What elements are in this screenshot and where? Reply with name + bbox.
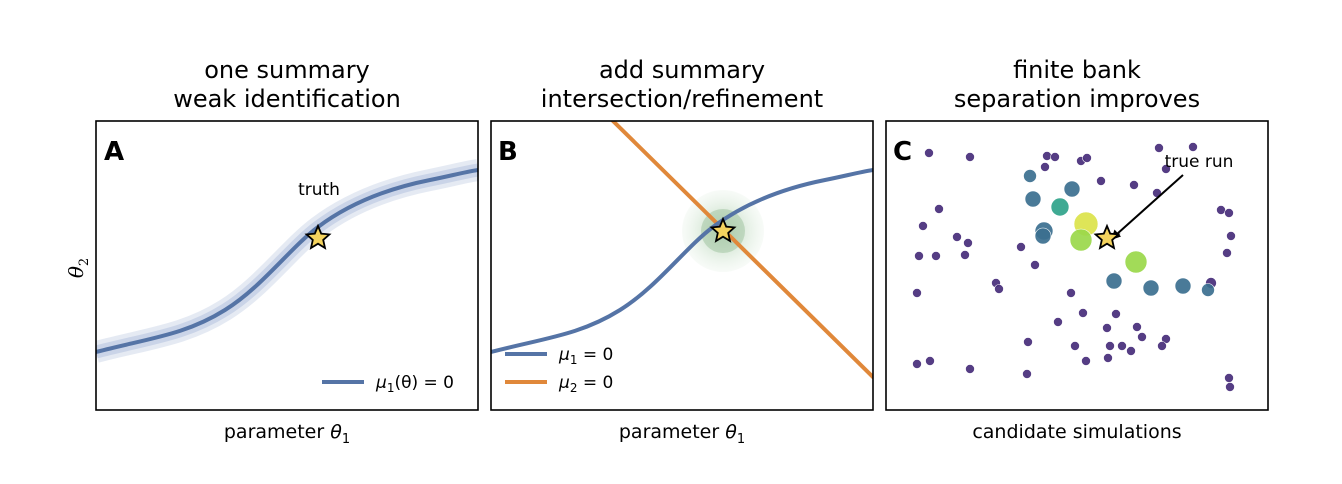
true-run-arrow bbox=[1111, 174, 1184, 240]
candidate-point bbox=[1157, 341, 1167, 351]
candidate-point bbox=[1111, 309, 1121, 319]
candidate-point bbox=[1070, 341, 1080, 351]
candidate-point bbox=[1188, 142, 1198, 152]
candidate-point bbox=[1050, 197, 1070, 217]
candidate-point bbox=[1137, 332, 1147, 342]
y-axis-label: θ2 bbox=[64, 258, 92, 278]
candidate-point bbox=[1224, 373, 1234, 383]
candidate-point bbox=[912, 359, 922, 369]
candidate-point bbox=[931, 251, 941, 261]
candidate-point bbox=[1102, 323, 1112, 333]
candidate-point bbox=[1096, 176, 1106, 186]
candidate-point bbox=[1126, 346, 1136, 356]
candidate-point bbox=[963, 238, 973, 248]
candidate-point bbox=[952, 232, 962, 242]
candidate-point bbox=[925, 356, 935, 366]
candidate-point bbox=[1201, 283, 1215, 297]
candidate-point bbox=[1066, 288, 1076, 298]
candidate-point bbox=[1216, 205, 1226, 215]
candidate-point bbox=[1034, 227, 1052, 245]
candidate-point bbox=[1069, 228, 1093, 252]
candidate-point bbox=[1063, 180, 1081, 198]
star-icon bbox=[304, 223, 332, 250]
panel-c-xlabel: candidate simulations bbox=[972, 421, 1181, 443]
candidate-point bbox=[1132, 322, 1142, 332]
candidate-point bbox=[1024, 190, 1042, 208]
truth-label: truth bbox=[298, 180, 340, 200]
panel-a-title-line2: weak identification bbox=[173, 85, 401, 113]
candidate-point bbox=[1224, 208, 1234, 218]
candidate-point bbox=[1225, 382, 1235, 392]
candidate-point bbox=[914, 251, 924, 261]
mu1-curve-b bbox=[491, 168, 873, 354]
candidate-point bbox=[965, 152, 975, 162]
candidate-point bbox=[1030, 260, 1040, 270]
panel-b-xlabel: parameter θ1 bbox=[619, 421, 745, 447]
panel-a: A truth μ1(θ) = 0 parameter θ1 bbox=[95, 120, 479, 447]
candidate-point bbox=[960, 250, 970, 260]
svg-text:θ2: θ2 bbox=[64, 258, 92, 278]
candidate-point bbox=[1022, 369, 1032, 379]
uncertainty-band-mid bbox=[96, 163, 478, 359]
star-icon bbox=[709, 216, 737, 243]
candidate-point bbox=[1082, 153, 1092, 163]
candidate-point bbox=[1053, 317, 1063, 327]
candidate-point bbox=[1161, 164, 1171, 174]
candidate-point bbox=[994, 284, 1004, 294]
panel-a-legend: μ1(θ) = 0 bbox=[322, 373, 454, 395]
candidate-point bbox=[1117, 341, 1127, 351]
panel-b-title-line2: intersection/refinement bbox=[541, 85, 823, 113]
candidate-point bbox=[1023, 337, 1033, 347]
candidate-point bbox=[934, 204, 944, 214]
candidate-point bbox=[1105, 272, 1123, 290]
candidate-scatter bbox=[912, 142, 1236, 392]
candidate-point bbox=[1105, 341, 1115, 351]
panel-a-letter: A bbox=[104, 137, 124, 167]
panel-c-title-line1: finite bank bbox=[1013, 56, 1141, 84]
candidate-point bbox=[1226, 231, 1236, 241]
panel-a-frame bbox=[95, 120, 479, 411]
panel-a-title-line1: one summary bbox=[204, 56, 370, 84]
panel-c-title-line2: separation improves bbox=[954, 85, 1200, 113]
star-icon bbox=[1093, 223, 1121, 250]
legend-label-mu1: μ1 = 0 bbox=[558, 345, 613, 367]
candidate-point bbox=[1174, 277, 1192, 295]
mu1-curve bbox=[96, 168, 478, 354]
candidate-point bbox=[1129, 180, 1139, 190]
legend-label-mu1: μ1(θ) = 0 bbox=[375, 373, 454, 395]
candidate-point bbox=[924, 148, 934, 158]
candidate-point bbox=[1050, 152, 1060, 162]
candidate-point bbox=[1023, 169, 1037, 183]
candidate-point bbox=[1081, 356, 1091, 366]
panel-a-xlabel: parameter θ1 bbox=[224, 421, 350, 447]
panel-c-frame bbox=[885, 120, 1269, 411]
panel-b-title-line1: add summary bbox=[599, 56, 765, 84]
candidate-point bbox=[1142, 279, 1160, 297]
candidate-point bbox=[1103, 353, 1113, 363]
legend-label-mu2: μ2 = 0 bbox=[558, 373, 613, 395]
mu2-line bbox=[610, 121, 873, 380]
panel-b-legend: μ1 = 0 μ2 = 0 bbox=[505, 345, 613, 395]
panel-b: B μ1 = 0 μ2 = 0 parameter θ1 bbox=[490, 120, 874, 447]
candidate-point bbox=[918, 221, 928, 231]
panel-c: C true run candidate simulations bbox=[885, 120, 1269, 443]
candidate-point bbox=[1040, 162, 1050, 172]
true-run-label: true run bbox=[1165, 152, 1234, 172]
candidate-point bbox=[1016, 242, 1026, 252]
candidate-point bbox=[1154, 143, 1164, 153]
panel-b-letter: B bbox=[498, 137, 518, 167]
candidate-point bbox=[912, 288, 922, 298]
candidate-point bbox=[965, 364, 975, 374]
candidate-point bbox=[1222, 248, 1232, 258]
candidate-point bbox=[1124, 250, 1148, 274]
panel-c-letter: C bbox=[893, 137, 912, 167]
candidate-point bbox=[1042, 151, 1052, 161]
candidate-point bbox=[1078, 308, 1088, 318]
panel-b-frame bbox=[490, 120, 874, 411]
